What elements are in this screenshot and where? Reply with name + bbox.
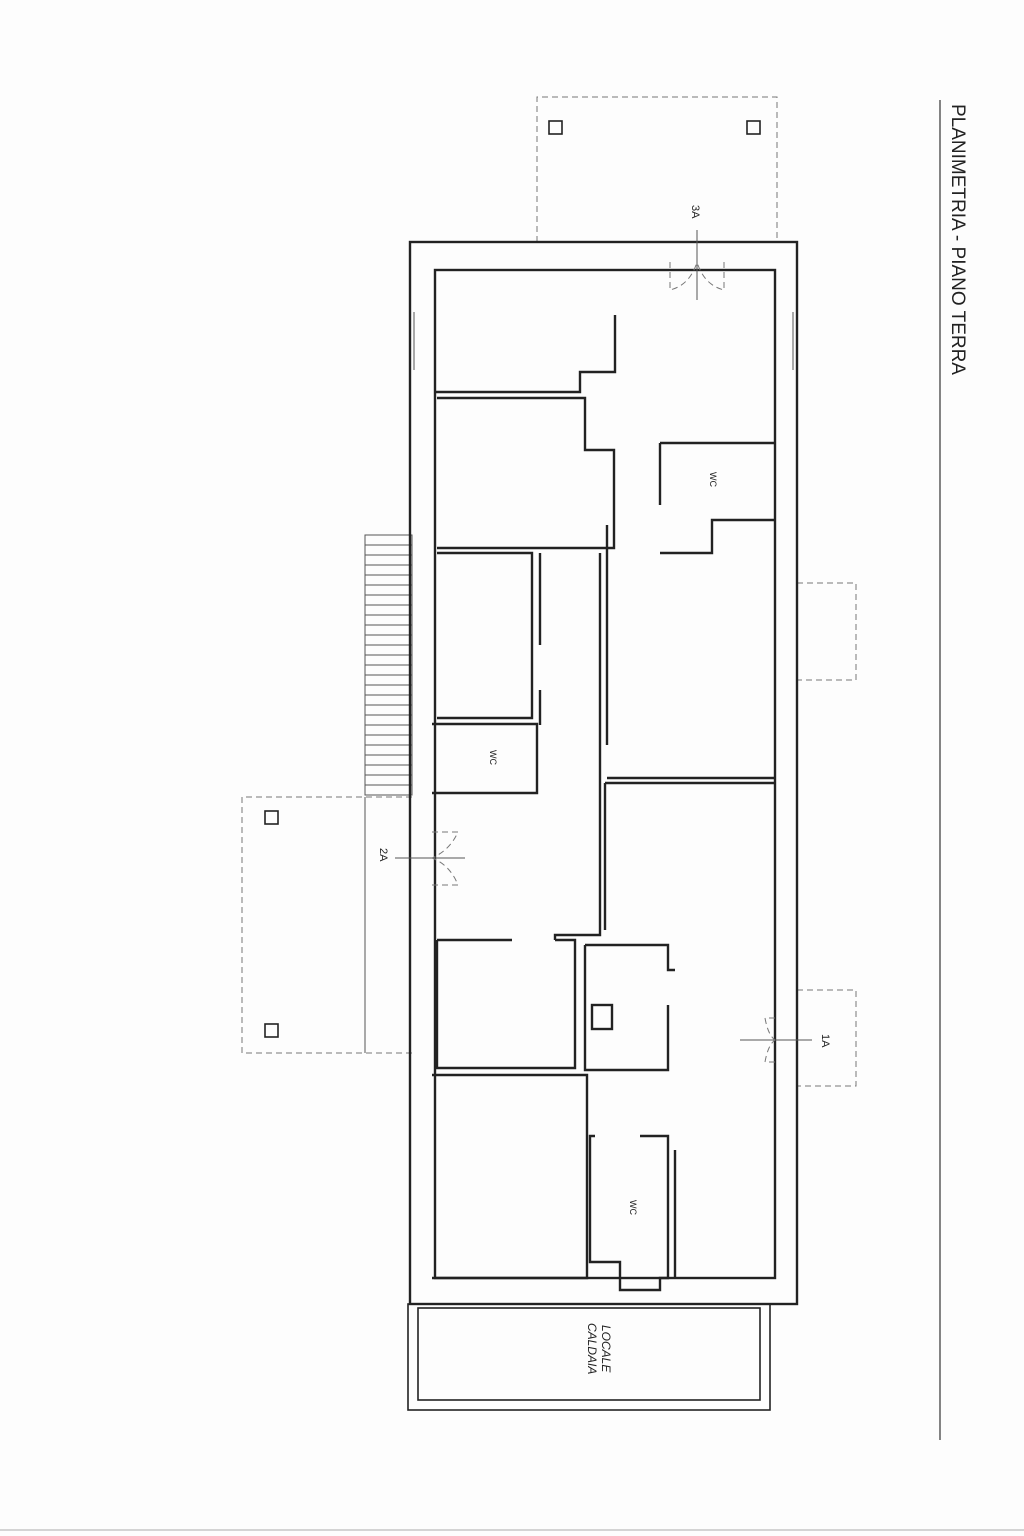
exterior-walls (408, 240, 799, 1306)
staircase (364, 534, 413, 796)
bay-right-2 (797, 989, 857, 1087)
interior-walls (432, 315, 775, 1292)
bay-right-1 (797, 582, 857, 681)
porch-left (241, 796, 412, 1054)
wc-label: WC (628, 1200, 638, 1215)
entrance-3a-door (669, 230, 725, 300)
entrance-2a-door (395, 831, 465, 886)
porch-top (536, 96, 778, 242)
wc-label: WC (708, 472, 718, 487)
plan-title: PLANIMETRIA - PIANO TERRA (947, 104, 968, 375)
entrance-1a-door (740, 1017, 812, 1063)
boiler-room-label: CALDAIA (585, 1323, 599, 1374)
wc-label: WC (488, 750, 498, 765)
entrance-label-3a: 3A (689, 205, 701, 219)
boiler-room-label: LOCALE (599, 1325, 613, 1373)
entrance-label-2a: 2A (377, 848, 389, 862)
entrance-label-1a: 1A (819, 1034, 831, 1048)
boiler-room (407, 1303, 771, 1411)
